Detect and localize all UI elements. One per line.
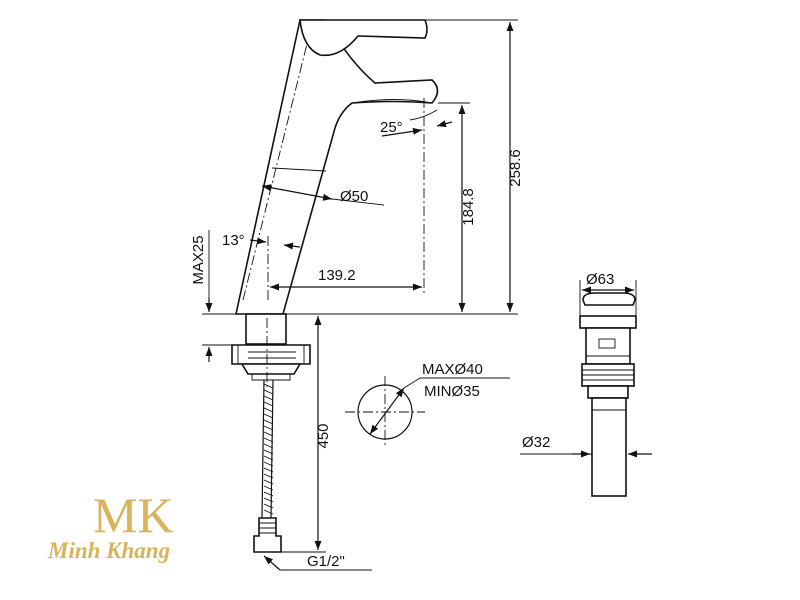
dim-hose-length: 450 xyxy=(315,423,332,448)
logo-name: Minh Khang xyxy=(47,538,170,563)
drain-drawing xyxy=(579,292,637,497)
mounting-hole-drawing xyxy=(345,376,510,448)
hose-braid-stroke xyxy=(263,509,274,515)
hose-braid-stroke xyxy=(263,401,274,407)
dim-thread: G1/2" xyxy=(307,553,345,570)
hose-braid-stroke xyxy=(263,467,274,473)
dim-drain-pipe: Ø32 xyxy=(522,434,550,451)
faucet-base xyxy=(245,313,287,345)
hose-braid-stroke xyxy=(263,449,274,455)
dim-drain-top: Ø63 xyxy=(586,271,614,288)
faucet-handle xyxy=(299,19,428,57)
minh-khang-logo: MK Minh Khang xyxy=(47,487,174,563)
hose-braid-stroke xyxy=(263,431,274,437)
dim-outlet-height: 184.8 xyxy=(460,188,477,226)
dim-total-height: 258.6 xyxy=(507,149,524,187)
dim-hole-min: MINØ35 xyxy=(424,383,480,400)
hose-braid-stroke xyxy=(263,455,274,461)
hose-braid-stroke xyxy=(263,461,274,467)
hose-braid-stroke xyxy=(263,383,274,389)
dim-reach: 139.2 xyxy=(318,267,356,284)
hose-braid-stroke xyxy=(263,407,274,413)
hose-braid-stroke xyxy=(263,443,274,449)
faucet-body xyxy=(235,19,439,315)
hose-braid-stroke xyxy=(263,419,274,425)
hose-braid-stroke xyxy=(263,389,274,395)
faucet-drawing xyxy=(231,19,439,553)
hose-braid-stroke xyxy=(263,413,274,419)
hose-braid-stroke xyxy=(263,437,274,443)
hose-braid-stroke xyxy=(263,395,274,401)
hose-braid-stroke xyxy=(263,491,274,497)
mounting-nut xyxy=(231,344,311,365)
dim-body-diameter: Ø50 xyxy=(340,188,368,205)
dim-max-deck: MAX25 xyxy=(190,235,207,284)
hose-braid-stroke xyxy=(263,479,274,485)
hose-braid-stroke xyxy=(263,473,274,479)
hose-braid-stroke xyxy=(263,497,274,503)
dim-tilt-angle: 13° xyxy=(222,232,245,249)
dim-spout-angle: 25° xyxy=(380,119,403,136)
dim-hole-max: MAXØ40 xyxy=(422,361,483,378)
logo-monogram: MK xyxy=(93,487,174,543)
hose-braid-stroke xyxy=(263,425,274,431)
hose-braid-stroke xyxy=(263,503,274,509)
supply-hose xyxy=(261,379,274,519)
hose-braid-stroke xyxy=(263,485,274,491)
